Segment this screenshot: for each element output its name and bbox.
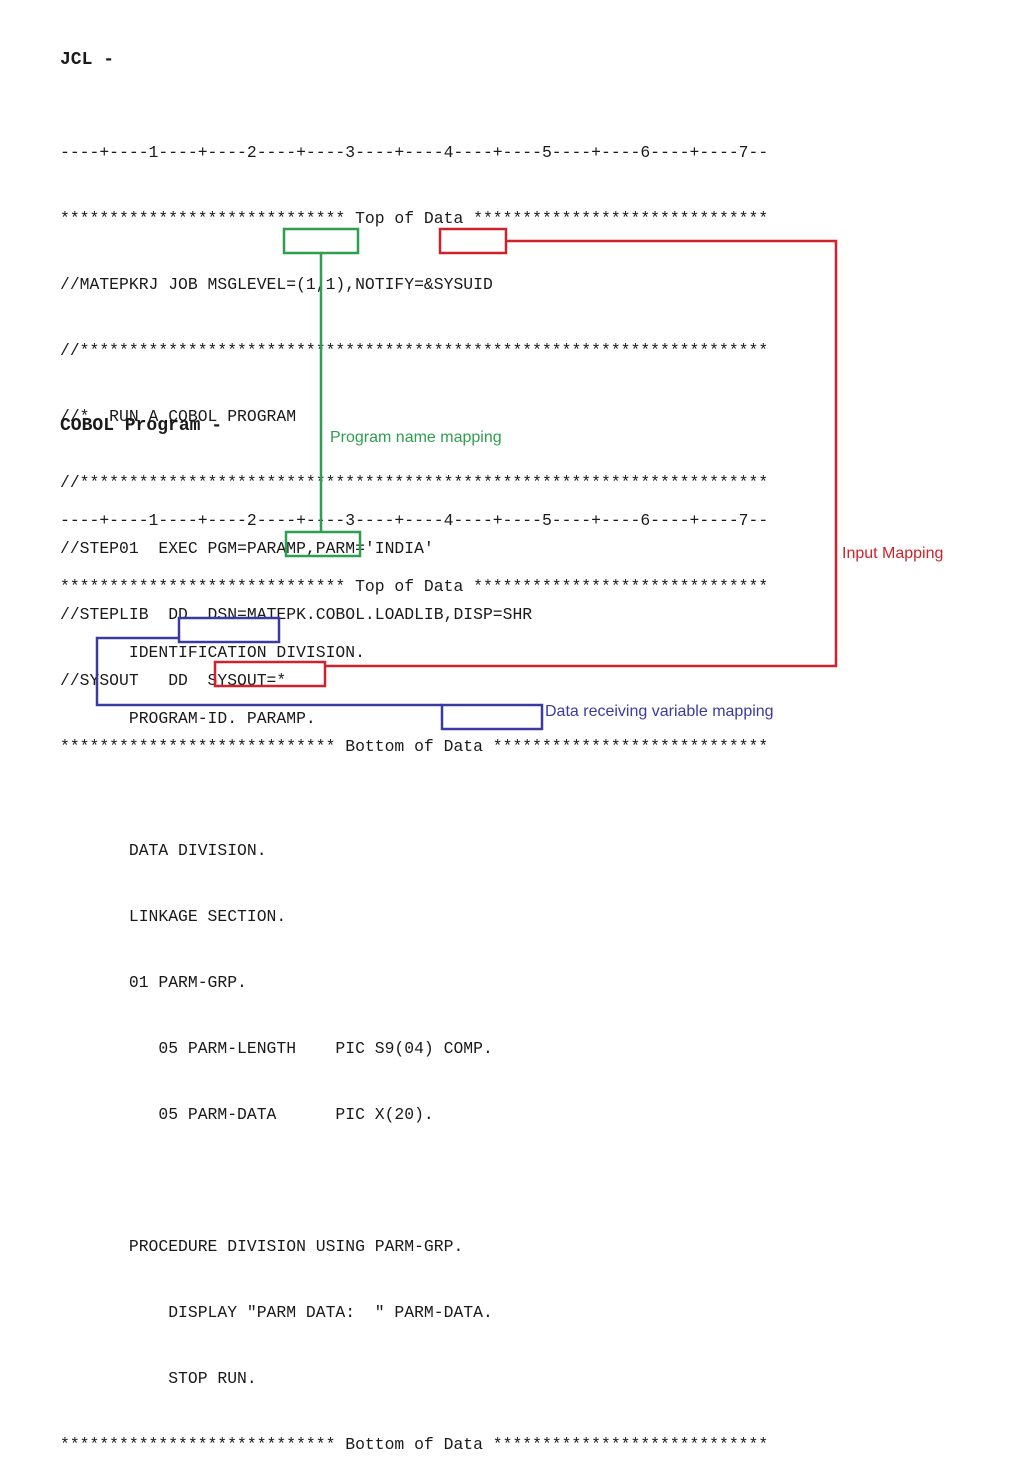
cobol-linkage-section-line: LINKAGE SECTION.	[60, 907, 287, 926]
input-mapping-label: Input Mapping	[842, 545, 944, 562]
program-name-mapping-label: Program name mapping	[330, 429, 502, 446]
cobol-ruler-line: ----+----1----+----2----+----3----+----4…	[60, 511, 769, 530]
jcl-heading: JCL -	[60, 50, 115, 70]
cobol-top-of-data-line: ***************************** Top of Dat…	[60, 577, 769, 596]
cobol-procedure-division-line: PROCEDURE DIVISION USING PARM-GRP.	[60, 1237, 464, 1256]
cobol-parm-data-line: 05 PARM-DATA PIC X(20).	[60, 1105, 434, 1124]
cobol-data-division-line: DATA DIVISION.	[60, 841, 267, 860]
cobol-display-line: DISPLAY "PARM DATA: " PARM-DATA.	[60, 1303, 493, 1322]
cobol-parm-grp-line: 01 PARM-GRP.	[60, 973, 247, 992]
jcl-comment-line: //* RUN A COBOL PROGRAM	[60, 407, 297, 426]
cobol-parm-length-line: 05 PARM-LENGTH PIC S9(04) COMP.	[60, 1039, 493, 1058]
jcl-ruler-line: ----+----1----+----2----+----3----+----4…	[60, 143, 769, 162]
data-receiving-mapping-label: Data receiving variable mapping	[545, 703, 774, 720]
cobol-code-block: ----+----1----+----2----+----3----+----4…	[60, 466, 768, 1478]
cobol-blank-line	[60, 1170, 768, 1192]
jcl-top-of-data-line: ***************************** Top of Dat…	[60, 209, 769, 228]
cobol-bottom-of-data-line: **************************** Bottom of D…	[60, 1435, 769, 1454]
cobol-program-id-line: PROGRAM-ID. PARAMP.	[60, 709, 316, 728]
jcl-bottom-of-data-line: **************************** Bottom of D…	[60, 737, 769, 756]
cobol-stop-run-line: STOP RUN.	[60, 1369, 257, 1388]
jcl-job-line: //MATEPKRJ JOB MSGLEVEL=(1,1),NOTIFY=&SY…	[60, 275, 493, 294]
jcl-comment-line: //**************************************…	[60, 341, 769, 360]
cobol-blank-line	[60, 774, 768, 796]
cobol-identification-line: IDENTIFICATION DIVISION.	[60, 643, 365, 662]
cobol-heading: COBOL Program -	[60, 416, 223, 436]
